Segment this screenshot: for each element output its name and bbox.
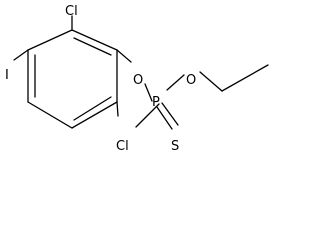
atom-phosphorus: P bbox=[152, 95, 160, 110]
bond-p-o-ethoxy bbox=[166, 74, 185, 91]
atom-cl-bottom: Cl bbox=[116, 139, 129, 154]
atom-o-aryl: O bbox=[133, 73, 143, 88]
bond-o-ch2 bbox=[199, 71, 223, 92]
atom-o-ethoxy: O bbox=[186, 73, 196, 88]
bond-c-cl-bottom bbox=[116, 101, 119, 117]
structure-diagram: Cl I Cl O P O S bbox=[5, 4, 269, 154]
atom-sulfur: S bbox=[171, 139, 179, 154]
atom-cl-top: Cl bbox=[65, 4, 78, 19]
molecule-canvas: Cl I Cl O P O S bbox=[5, 4, 269, 154]
bond-ch2-ch3 bbox=[221, 64, 269, 92]
bond-p-methyl bbox=[135, 103, 160, 128]
ring-bond-bottom-right bbox=[71, 101, 118, 129]
ring-bond-bottom-left bbox=[27, 101, 73, 129]
atom-iodine: I bbox=[5, 68, 9, 83]
bond-c-i bbox=[13, 49, 29, 61]
ring-bond-top-right bbox=[71, 29, 118, 51]
benzene-ring bbox=[27, 29, 118, 129]
ring-bond-top-left bbox=[27, 29, 73, 51]
ring-inner-double-bottom-right bbox=[73, 96, 112, 121]
bond-c-o-aryl bbox=[116, 49, 132, 63]
bond-o-p bbox=[144, 83, 153, 102]
bond-p-s-double-a bbox=[161, 102, 179, 126]
ring-inner-double-top-right bbox=[73, 37, 112, 56]
bond-p-s-double-b bbox=[156, 106, 173, 130]
